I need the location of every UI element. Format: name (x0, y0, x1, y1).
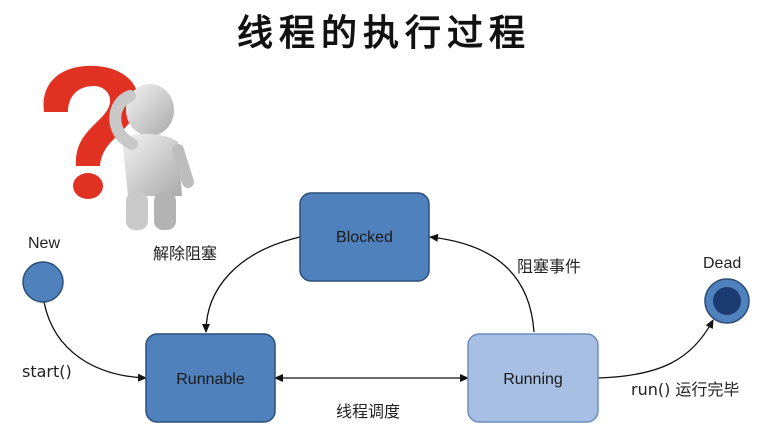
state-runnable-label: Runnable (176, 371, 245, 388)
label-block-event: 阻塞事件 (517, 257, 582, 276)
arrow-new-to-runnable (43, 301, 147, 382)
arrow-running-to-dead (597, 319, 714, 379)
state-blocked-label: Blocked (336, 229, 393, 246)
page-title: 线程的执行过程 (236, 12, 531, 54)
arrow-blocked-to-runnable (202, 236, 301, 333)
question-mark-icon (43, 65, 139, 199)
label-run-complete: run() 运行完毕 (631, 380, 740, 399)
state-new-label: New (28, 235, 61, 252)
label-start: start() (22, 362, 72, 381)
transition-arrows (43, 233, 714, 382)
arrow-running-to-blocked (429, 233, 535, 333)
label-schedule: 线程调度 (336, 402, 401, 421)
state-blocked: Blocked (299, 192, 430, 282)
state-running: Running (467, 333, 599, 423)
state-dead (704, 278, 750, 324)
label-unblock: 解除阻塞 (153, 244, 218, 263)
state-dead-label: Dead (703, 255, 742, 272)
thinking-figure-icon (109, 84, 194, 230)
state-running-label: Running (503, 371, 563, 388)
state-new (22, 261, 64, 303)
state-runnable: Runnable (145, 333, 276, 423)
